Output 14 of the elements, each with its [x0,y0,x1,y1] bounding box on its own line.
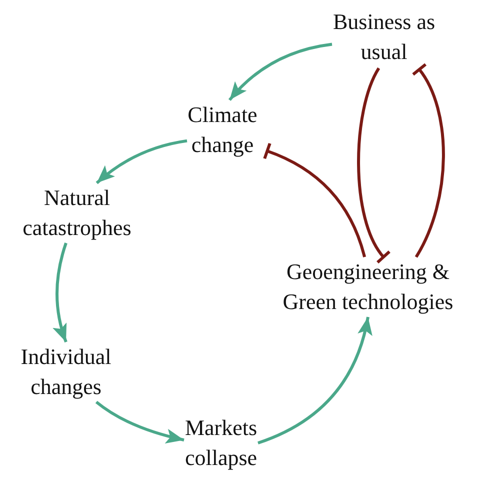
concept-label: Individual changes [20,342,112,402]
concept-label: Climate change [187,100,258,160]
bar-ended-line [357,68,392,264]
concept-label: Business as usual [332,7,436,67]
bar-ended-line [262,142,366,258]
concept-label: Markets collapse [184,413,258,473]
bar-ended-line [411,63,445,258]
arrow [257,316,372,444]
arrow [95,400,184,444]
arrow [96,139,188,184]
arrow [228,42,332,101]
concept-label: Natural catastrophes [22,183,132,243]
concept-label: Geoengineering & Green technologies [282,257,454,317]
arrow [52,242,68,342]
